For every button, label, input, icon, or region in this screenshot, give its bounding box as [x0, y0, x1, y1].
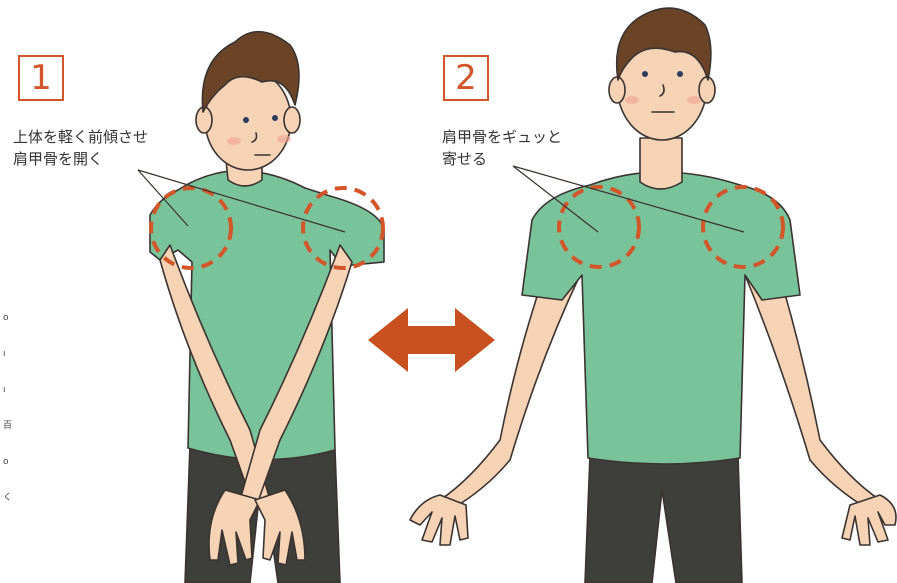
step-2-caption: 肩甲骨をギュッと 寄せる — [442, 126, 562, 170]
step-2-caption-line-1: 肩甲骨をギュッと — [442, 126, 562, 148]
figure-1-person — [150, 32, 384, 583]
edge-glyph: o — [3, 312, 15, 324]
double-headed-arrow-icon — [368, 308, 495, 372]
edge-glyph: ı — [3, 348, 15, 360]
cropped-edge-text: o ı ı 百 o く — [3, 312, 15, 528]
edge-glyph: ı — [3, 384, 15, 396]
step-1-number-badge: 1 — [18, 55, 64, 101]
step-1-caption-line-1: 上体を軽く前傾させ — [13, 126, 148, 148]
step-2-caption-line-2: 寄せる — [442, 148, 562, 170]
edge-glyph: く — [3, 492, 15, 504]
step-1-caption: 上体を軽く前傾させ 肩甲骨を開く — [13, 126, 148, 170]
step-2-number-badge: 2 — [443, 55, 489, 101]
step-1-caption-line-2: 肩甲骨を開く — [13, 148, 148, 170]
edge-glyph: 百 — [3, 420, 15, 432]
edge-glyph: o — [3, 456, 15, 468]
